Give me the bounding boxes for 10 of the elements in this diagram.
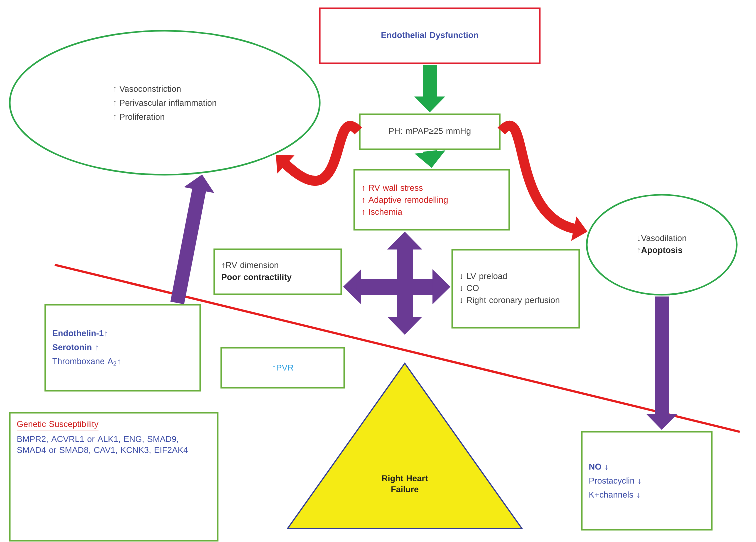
- block-arrow: [276, 122, 362, 186]
- text-box: ↑RV dimension Poor contractility: [214, 248, 342, 296]
- text-box: Endothelin-1↑ Serotonin ↑ Thromboxane A$_{2}$↑: [44, 304, 202, 392]
- text-box: NO ↓ Prostacyclin ↓ K+channels ↓: [581, 431, 713, 531]
- text-box: Genetic Susceptibility BMPR2, ACVRL1 or ALK1, ENG, SMAD9, SMAD4 or SMAD8, CAV1, KCNK3, EIF2AK4: [9, 412, 219, 542]
- text-box: ↓ LV preload ↓ CO ↓ Right coronary perfusion: [452, 249, 580, 329]
- text-box: PH: mPAP≥25 mmHg: [359, 114, 501, 150]
- text-box: Endothelial Dysfunction: [319, 8, 541, 64]
- text-box: ↑ RV wall stress ↑ Adaptive remodelling ↑ Ischemia: [354, 169, 510, 231]
- text-box: ↑PVR: [220, 347, 346, 389]
